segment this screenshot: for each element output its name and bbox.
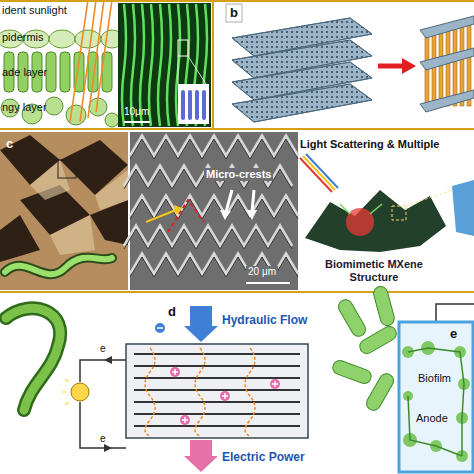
layer-label: pidermis [2,31,44,44]
flow-label: Electric Power [222,450,305,464]
flow-label: Hydraulic Flow [222,313,307,327]
electron-label: e [100,343,106,355]
callout-label: Micro-crests [204,168,273,181]
scale-label: 20 μm [246,266,278,278]
mxene-layers [226,4,474,122]
layer-label: ngy layer [2,101,47,114]
snake-skin-photo [0,132,128,290]
electron-label: e [100,433,106,445]
sem-image [124,132,298,290]
microscopy-image [118,3,211,127]
scattering-illustration [300,154,474,252]
region-label: Anode [414,412,450,425]
panel-letter: e [450,326,457,342]
bacteria-anode [331,285,474,472]
light-label: ident sunlight [2,4,67,17]
panel-separator [0,1,474,292]
hydraulic-device [6,306,308,472]
scale-label: 10μm [124,106,149,118]
note-label: Light Scattering & Multiple [300,138,439,151]
region-label: Biofilm [416,372,453,385]
panel-letter: c [6,136,13,152]
panel-letter: d [168,304,176,320]
panel-letter: b [230,5,238,21]
structure-label: Biomimetic MXene Structure [318,258,430,284]
leaf-section [0,0,123,128]
layer-label: ade layer [2,66,47,79]
